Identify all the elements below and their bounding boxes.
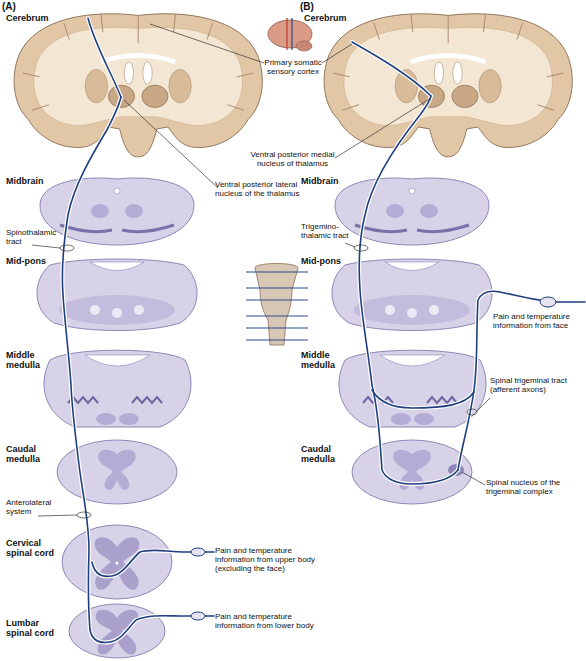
thalamocortical-fiber — [88, 18, 121, 97]
cerebrum-section — [14, 14, 262, 157]
panel-letter: (A) — [2, 1, 32, 13]
fiber-casing — [62, 97, 121, 630]
section-plane — [291, 18, 292, 50]
leader-line — [345, 243, 355, 247]
tract-ring — [60, 245, 74, 251]
tract-label: Anterolateral system — [6, 498, 66, 516]
medulla-section — [339, 350, 486, 427]
section-levels — [246, 272, 308, 340]
leader-line — [150, 24, 264, 63]
section-label: Mid-pons — [6, 256, 66, 266]
trigeminal-ganglion — [540, 297, 556, 307]
fiber-casing — [359, 96, 458, 484]
cervical-cord-section — [62, 525, 172, 599]
input-label: Pain and temperature information from up… — [215, 546, 325, 574]
tract-label: Trigemino- thalamic tract — [301, 222, 361, 240]
cerebellum-icon — [296, 41, 312, 51]
tract-label: Spinal trigeminal tract (afferent axons) — [490, 376, 582, 394]
leader-line — [462, 472, 485, 485]
pain-pathway — [62, 18, 585, 643]
section-label: Cervical spinal cord — [6, 538, 60, 559]
thalamocortical-fiber — [352, 42, 431, 96]
structure-label: Ventral posterior lateral nucleus of the… — [215, 180, 315, 198]
trigeminothalamic-fiber — [359, 96, 458, 484]
trigeminal-afferent — [458, 291, 585, 470]
section-plane — [286, 18, 287, 50]
section-label: Mid-pons — [301, 256, 361, 266]
section-label: Lumbar spinal cord — [6, 618, 64, 639]
lumbar-cord-section — [69, 604, 165, 658]
input-label: Pain and temperature information from fa… — [493, 312, 583, 330]
section-label: Caudal medulla — [301, 444, 349, 465]
leader-line — [38, 515, 77, 516]
section-label: Cerebrum — [6, 13, 76, 23]
spinothalamic-fiber — [62, 97, 121, 630]
midbrain-section — [335, 178, 489, 245]
midbrain-section — [40, 178, 194, 245]
fiber-casing — [372, 390, 474, 408]
section-label: Middle medulla — [6, 350, 51, 371]
dorsal-root-ganglion — [191, 612, 205, 620]
tract-label: Spinothalamic tract — [6, 228, 66, 246]
fiber-casing — [458, 291, 585, 470]
section-label: Caudal medulla — [6, 444, 54, 465]
leader-line — [124, 100, 218, 188]
brainstem-icon — [255, 264, 298, 346]
caudal-medulla-section — [57, 440, 177, 504]
panel-letter: (B) — [300, 1, 330, 13]
structure-label: Ventral posterior medial nucleus of thal… — [250, 150, 335, 168]
leader-line — [335, 98, 431, 158]
crossing-fiber — [372, 390, 474, 408]
fiber-casing — [352, 42, 431, 96]
tract-ring — [354, 245, 368, 251]
input-label: Pain and temperature information from lo… — [215, 612, 325, 630]
section-label: Midbrain — [301, 176, 361, 186]
structure-label: Spinal nucleus of the trigeminal complex — [486, 478, 581, 496]
medulla-section — [44, 350, 191, 427]
dorsal-root-ganglion — [191, 548, 205, 556]
section-label: Midbrain — [6, 176, 66, 186]
pons-section — [332, 259, 492, 331]
fiber-casing — [88, 18, 121, 97]
tract-ring — [467, 409, 477, 415]
structure-label: Primary somatic sensory cortex — [263, 58, 323, 76]
leader-lines — [32, 24, 490, 518]
section-label: Cerebrum — [304, 13, 374, 23]
leader-line — [322, 44, 352, 63]
section-label: Middle medulla — [301, 350, 346, 371]
leader-line — [477, 398, 490, 411]
leader-line — [32, 245, 60, 248]
tract-ring — [77, 512, 91, 518]
cerebrum-section — [324, 14, 572, 157]
fiber-casing — [62, 18, 585, 643]
